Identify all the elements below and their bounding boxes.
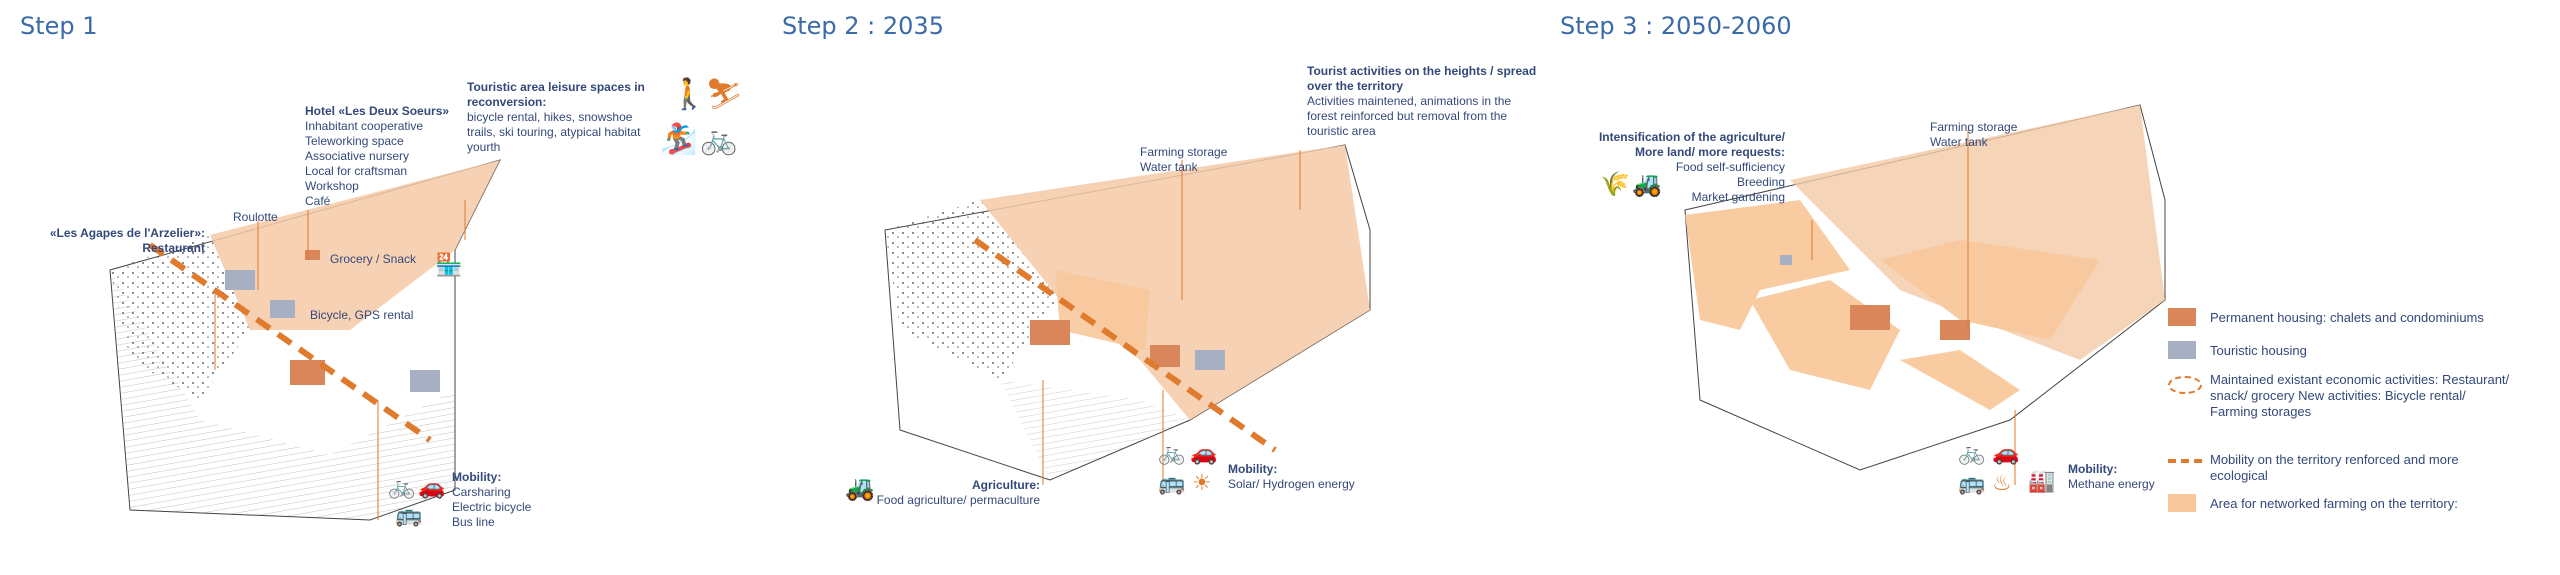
step1-mobility-label: Mobility: Carsharing Electric bicycle Bu… xyxy=(452,470,532,529)
step2-energy-icon: ☀ xyxy=(1192,470,1212,495)
step1-car-icon: 🚗 xyxy=(418,474,446,499)
mobility-swatch xyxy=(2168,459,2202,463)
step2-tourist-label: Tourist activities on the heights / spre… xyxy=(1307,64,1537,138)
legend-permanent-housing: Permanent housing: chalets and condomini… xyxy=(2168,308,2484,326)
step3-ebike-icon: 🚲 xyxy=(1958,440,1986,465)
roulotte-label: Roulotte xyxy=(233,210,278,224)
agapes-label: «Les Agapes de l'Arzelier»: Restaurant xyxy=(49,226,205,255)
bicycle-icon: 🚲 xyxy=(700,123,738,156)
legend-economic-activities: Maintained existant economic activities:… xyxy=(2168,372,2510,420)
legend-farming-area: Area for networked farming on the territ… xyxy=(2168,494,2458,512)
step3-farm-icon: 🏭 xyxy=(2028,468,2056,493)
step3-mobility-label: Mobility: Methane energy xyxy=(2068,462,2155,491)
legend-mobility: Mobility on the territory renforced and … xyxy=(2168,452,2510,484)
hotel-label: Hotel «Les Deux Soeurs» Inhabitant coope… xyxy=(305,104,450,208)
step2-ebike-icon: 🚲 xyxy=(1158,440,1186,465)
touristic-housing-swatch xyxy=(2168,341,2196,359)
step3-crop-icon: 🌾 xyxy=(1600,171,1630,198)
economic-activities-swatch xyxy=(2168,376,2202,394)
step2-mobility-label: Mobility: Solar/ Hydrogen energy xyxy=(1228,462,1355,491)
step3-farming-label: Farming storage Water tank xyxy=(1930,120,2018,149)
step3-car-icon: 🚗 xyxy=(1992,440,2020,465)
step2-title: Step 2 : 2035 xyxy=(782,12,944,40)
grocery-label: Grocery / Snack xyxy=(330,252,417,266)
step1-bus-icon: 🚌 xyxy=(395,502,423,527)
step3-intensification-label: Intensification of the agriculture/ More… xyxy=(1598,130,1785,204)
step1-title: Step 1 xyxy=(20,12,98,40)
step1-ebike-icon: 🚲 xyxy=(388,474,416,499)
touristic-area-label: Touristic area leisure spaces in reconve… xyxy=(467,80,645,154)
step2-car-icon: 🚗 xyxy=(1190,440,1218,465)
snowshoe-icon: 🏂 xyxy=(660,123,698,156)
step2-bus-icon: 🚌 xyxy=(1158,470,1186,495)
step2-tractor-icon: 🚜 xyxy=(845,475,875,502)
step2-agriculture-label: Agriculture: Food agriculture/ permacult… xyxy=(876,478,1040,507)
step3-methane-icon: ♨ xyxy=(1992,470,2012,495)
step2-farming-label: Farming storage Water tank xyxy=(1140,145,1228,174)
legend-touristic-housing: Touristic housing xyxy=(2168,341,2307,359)
step2-terrain xyxy=(884,144,1371,485)
farming-area-swatch xyxy=(2168,494,2196,512)
ski-touring-icon: ⛷ xyxy=(705,78,744,111)
bicycle-rental-label: Bicycle, GPS rental xyxy=(310,308,414,322)
hiker-icon: 🚶 xyxy=(670,78,708,111)
step3-terrain xyxy=(1684,104,2166,485)
step3-tractor-icon: 🚜 xyxy=(1632,171,1662,198)
step3-title: Step 3 : 2050-2060 xyxy=(1560,12,1792,40)
step3-bus-icon: 🚌 xyxy=(1958,470,1986,495)
step1-terrain xyxy=(109,159,501,521)
permanent-housing-swatch xyxy=(2168,308,2196,326)
grocery-icon: 🏪 xyxy=(435,252,463,277)
